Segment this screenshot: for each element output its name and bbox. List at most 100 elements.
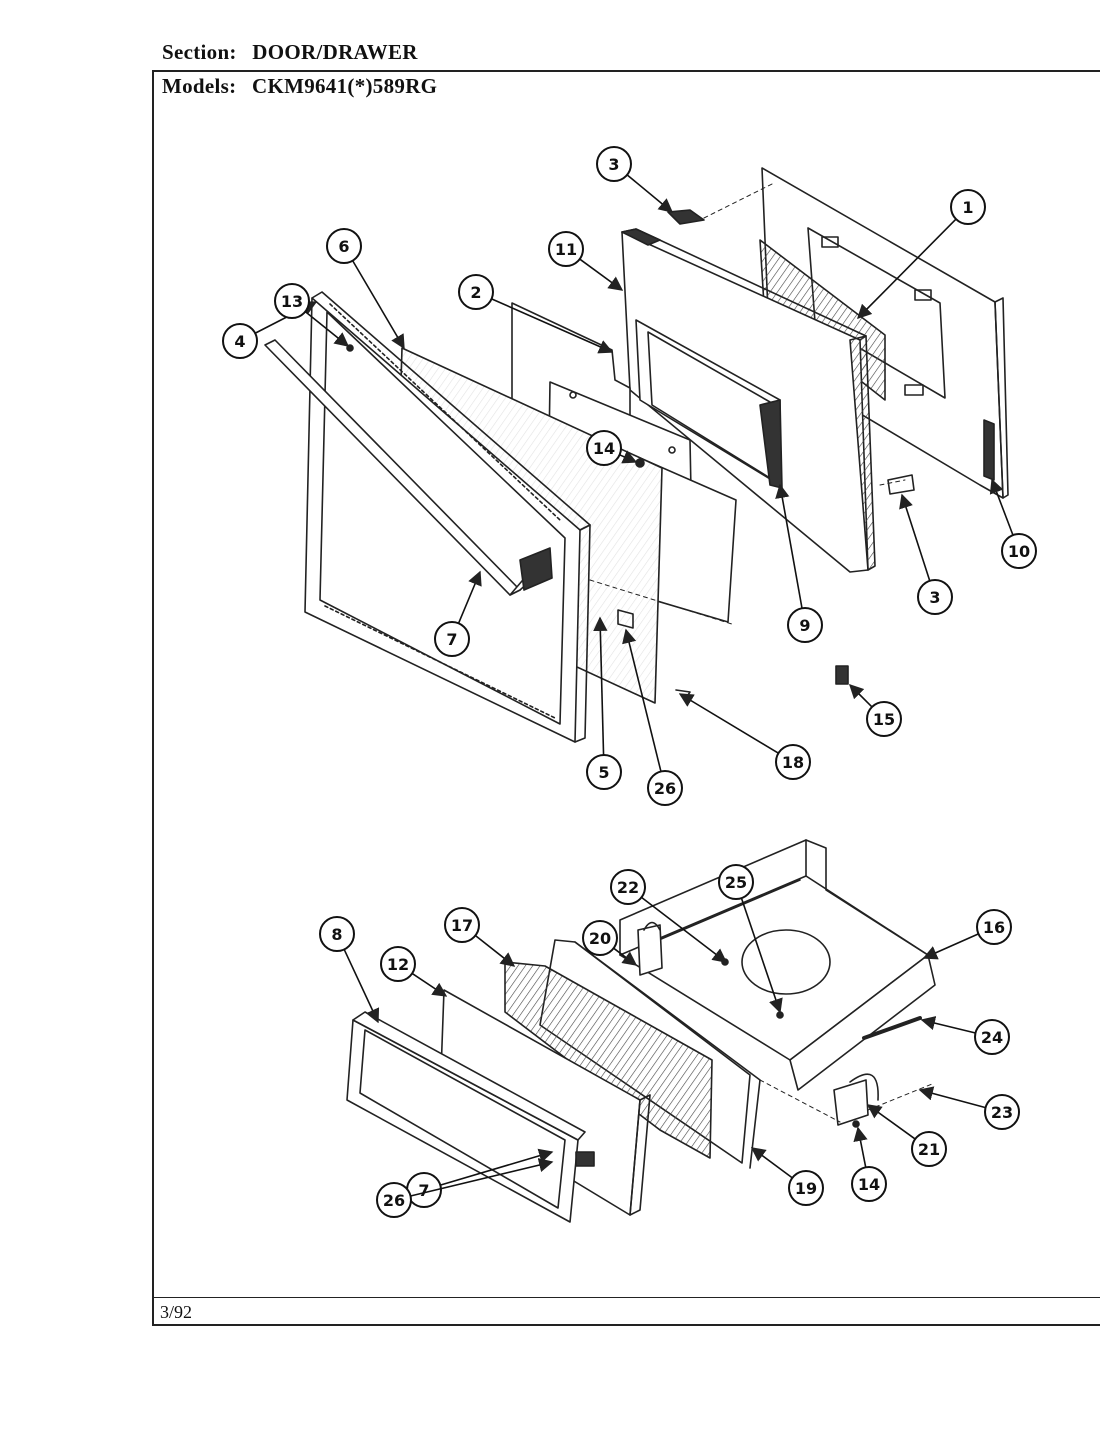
callout-number: 4 bbox=[234, 332, 245, 351]
callout-leader bbox=[899, 493, 931, 582]
callout-number: 19 bbox=[795, 1179, 817, 1198]
callout-circle bbox=[974, 1019, 1010, 1055]
callout-number: 1 bbox=[962, 198, 973, 217]
callout-leader bbox=[619, 450, 638, 464]
diagram-frame bbox=[152, 70, 1100, 1326]
callout-leader bbox=[866, 1104, 916, 1140]
callout-c5: 5 bbox=[586, 616, 622, 790]
callout-circle bbox=[1001, 533, 1037, 569]
callout-c20: 20 bbox=[582, 920, 638, 966]
callout-c14b: 14 bbox=[851, 1126, 887, 1202]
callout-c26b: 26 bbox=[376, 1158, 554, 1218]
callout-c16: 16 bbox=[922, 909, 1012, 960]
callout-number: 25 bbox=[725, 873, 747, 892]
callout-c15: 15 bbox=[848, 683, 902, 737]
callout-c7a: 7 bbox=[434, 570, 482, 657]
callout-circle bbox=[976, 909, 1012, 945]
part-17-drawer-insulation bbox=[504, 961, 713, 1159]
callout-leader bbox=[343, 949, 380, 1024]
callout-number: 6 bbox=[338, 237, 349, 256]
callout-leader bbox=[457, 570, 482, 624]
callout-number: 16 bbox=[983, 918, 1005, 937]
part-3-door-hinge-brackets bbox=[667, 209, 915, 495]
callout-circle bbox=[548, 231, 584, 267]
callout-number: 13 bbox=[281, 292, 303, 311]
callout-number: 12 bbox=[387, 955, 409, 974]
models-header: Models: CKM9641(*)589RG bbox=[162, 74, 437, 99]
callout-number: 17 bbox=[451, 916, 473, 935]
callout-c2: 2 bbox=[458, 274, 614, 354]
callout-c10: 10 bbox=[989, 478, 1037, 569]
callout-number: 8 bbox=[331, 925, 342, 944]
callout-c11: 11 bbox=[548, 231, 624, 291]
section-label: Section: bbox=[162, 40, 237, 64]
callout-circle bbox=[274, 283, 310, 319]
callout-circle bbox=[458, 274, 494, 310]
callout-number: 20 bbox=[589, 929, 611, 948]
callout-circle bbox=[596, 146, 632, 182]
callout-number: 3 bbox=[929, 588, 940, 607]
models-label: Models: bbox=[162, 74, 237, 98]
callout-number: 26 bbox=[383, 1191, 405, 1210]
models-value: CKM9641(*)589RG bbox=[251, 74, 438, 98]
callout-number: 24 bbox=[981, 1028, 1003, 1047]
callout-circle bbox=[434, 621, 470, 657]
callout-c26a: 26 bbox=[622, 628, 683, 806]
callout-circle bbox=[647, 770, 683, 806]
callout-leader bbox=[918, 1086, 986, 1109]
callout-leader bbox=[410, 1158, 554, 1197]
callout-number: 14 bbox=[858, 1175, 880, 1194]
callout-circle bbox=[380, 946, 416, 982]
section-header: Section: DOOR/DRAWER bbox=[162, 40, 418, 65]
callout-c3a: 3 bbox=[596, 146, 674, 213]
callout-c17: 17 bbox=[444, 907, 516, 967]
callout-number: 11 bbox=[555, 240, 577, 259]
callout-circle bbox=[984, 1094, 1020, 1130]
callout-leader bbox=[740, 897, 783, 1014]
callout-circle bbox=[950, 189, 986, 225]
footer-divider bbox=[152, 1297, 1100, 1298]
callout-circle bbox=[788, 1170, 824, 1206]
door-alignment-lines bbox=[589, 183, 906, 626]
callout-circle bbox=[911, 1131, 947, 1167]
callout-number: 9 bbox=[799, 616, 810, 635]
callout-c13: 13 bbox=[274, 283, 350, 347]
callout-leader bbox=[856, 218, 957, 320]
callout-circle bbox=[610, 869, 646, 905]
callout-c8: 8 bbox=[319, 916, 380, 1024]
revision-date: 3/92 bbox=[160, 1302, 193, 1322]
callout-c18: 18 bbox=[678, 693, 811, 780]
part-7-door-handle bbox=[264, 339, 553, 596]
callout-leader bbox=[304, 311, 350, 347]
callout-leader bbox=[848, 683, 873, 708]
callout-leader bbox=[593, 616, 608, 756]
callout-number: 3 bbox=[608, 155, 619, 174]
callout-number: 15 bbox=[873, 710, 895, 729]
callout-c25: 25 bbox=[718, 864, 783, 1014]
callout-leader bbox=[351, 260, 405, 350]
part-16-drawer-body bbox=[619, 839, 936, 1091]
callout-leader bbox=[853, 1126, 868, 1168]
callout-circle bbox=[222, 323, 258, 359]
callout-c22: 22 bbox=[610, 869, 728, 963]
callout-leader bbox=[920, 1016, 976, 1034]
section-value: DOOR/DRAWER bbox=[252, 40, 418, 64]
part-26-clip-drawer bbox=[575, 1151, 595, 1167]
callout-circle bbox=[718, 864, 754, 900]
callout-number: 2 bbox=[470, 283, 481, 302]
callout-leader bbox=[440, 1148, 554, 1186]
callout-circle bbox=[444, 907, 480, 943]
callout-circle bbox=[851, 1166, 887, 1202]
callout-c19: 19 bbox=[750, 1147, 824, 1206]
callout-circle bbox=[586, 754, 622, 790]
callout-number: 23 bbox=[991, 1103, 1013, 1122]
callout-leader bbox=[626, 174, 674, 213]
callout-leader bbox=[750, 1147, 793, 1179]
callout-c1: 1 bbox=[856, 189, 986, 320]
callout-c9: 9 bbox=[775, 483, 823, 643]
callout-number: 26 bbox=[654, 779, 676, 798]
callout-circle bbox=[866, 701, 902, 737]
callout-leader bbox=[474, 934, 516, 967]
